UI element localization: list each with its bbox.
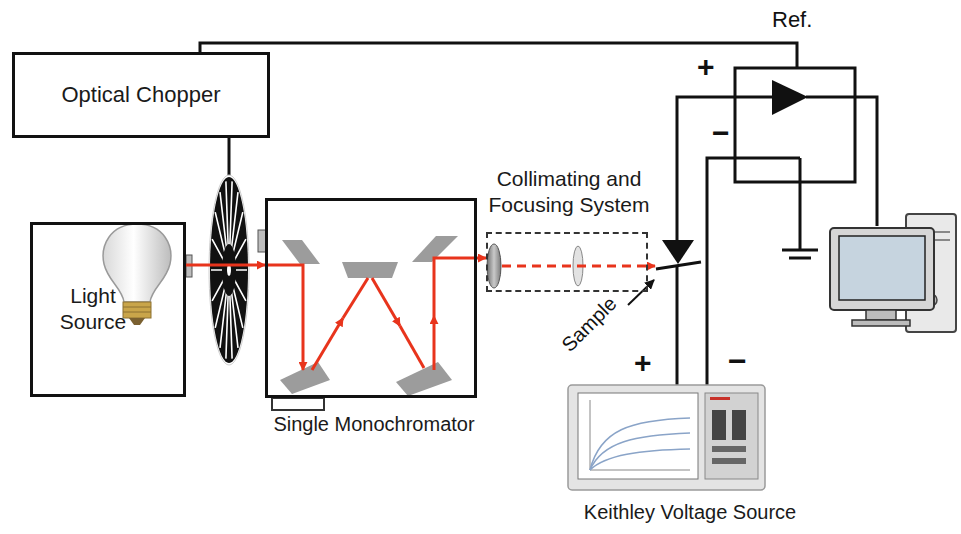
monochromator-foot: [272, 398, 324, 410]
chopper-wheel-part: [222, 244, 236, 296]
circuit-wires-part: [707, 158, 800, 385]
light-bulb-icon-part: [123, 307, 151, 308]
monochromator-mirrors-part: [280, 362, 330, 394]
source-meter-icon-part: [590, 449, 690, 470]
monochromator-mirrors-part: [282, 240, 320, 264]
monochromator-mirrors: [280, 236, 458, 396]
amplifier-symbol: [772, 80, 808, 115]
computer-icon-part: [839, 236, 925, 300]
source-meter-icon-part: [712, 458, 746, 464]
ground-symbol-part: [789, 257, 811, 260]
internal-light-path-part: [372, 278, 400, 326]
lock-in-amplifier: [735, 68, 855, 182]
light-bulb-icon-part: [123, 302, 151, 318]
reference-label: Ref.: [772, 8, 812, 32]
source-meter-icon-part: [710, 397, 730, 400]
internal-light-path-part: [312, 318, 343, 370]
chopper-wheel-part: [210, 177, 248, 363]
source-meter-icon-part: [590, 400, 591, 470]
internal-light-path-part: [433, 316, 436, 370]
circuit-wires-part: [676, 266, 679, 385]
collimating-lens: [487, 244, 501, 288]
computer-icon-part: [830, 228, 934, 310]
photodiode-symbol-part: [662, 240, 694, 264]
source-meter-icon-part: [568, 385, 765, 490]
computer-icon-part: [866, 310, 896, 320]
circuit-wires-part: [677, 97, 772, 240]
node-label: Light Source: [53, 283, 133, 336]
focused-beam: [502, 265, 655, 268]
monochromator-mirrors-part: [342, 262, 398, 278]
internal-light-path-part: [434, 258, 477, 316]
monochromator-box: Single Monochromator: [265, 198, 477, 398]
source-meter-icon-part: [712, 410, 726, 440]
source-meter-icon-part: [590, 470, 690, 471]
circuit-wires-part: [799, 158, 802, 250]
computer-icon-part: [852, 320, 910, 326]
light-bulb-icon-part: [129, 318, 145, 325]
chopper-wheel-part: [211, 181, 247, 358]
chopper-controller-box: Optical Chopper: [12, 52, 270, 138]
source-meter-icon-part: [712, 446, 746, 452]
internal-light-path: [266, 258, 477, 370]
chopper-wheel: [209, 175, 249, 365]
light-beam-connector: [477, 257, 486, 260]
internal-light-path-part: [266, 265, 303, 370]
node-label: Keithley Voltage Source: [530, 500, 850, 525]
source-meter-icon-part: [590, 418, 690, 470]
polarity-sign: −: [728, 344, 747, 379]
internal-light-path-part: [400, 326, 424, 368]
internal-light-path-part: [343, 278, 368, 318]
ground-symbol: [782, 250, 818, 258]
light-bulb-icon-part: [123, 312, 151, 313]
polarity-sign: −: [712, 116, 730, 149]
computer-icon: [830, 214, 956, 332]
node-label: Single Monochromator: [224, 412, 524, 437]
sample-pointer: [628, 280, 654, 305]
photodiode-symbol: [656, 240, 701, 269]
source-meter-icon: [568, 385, 765, 490]
source-meter-icon-part: [578, 393, 698, 479]
ground-symbol-part: [782, 249, 818, 252]
light-beam-connector: [186, 264, 265, 267]
light-bulb-icon: [103, 224, 171, 325]
polarity-sign: +: [634, 346, 652, 379]
chopper-wheel-part: [209, 175, 249, 365]
sample-label: Sample: [557, 292, 621, 356]
source-meter-icon-part: [732, 410, 746, 440]
node-label: Optical Chopper: [52, 81, 231, 109]
node-label: Collimating and Focusing System: [474, 166, 664, 219]
polarity-sign: +: [697, 50, 715, 83]
voltage-source-instrument: Keithley Voltage Source: [540, 380, 840, 495]
source-meter-icon-part: [705, 393, 758, 479]
circuit-wires-part: [806, 97, 877, 226]
collimating-system-box: Collimating and Focusing System: [486, 232, 648, 292]
light-source-box: Light Source: [30, 222, 186, 397]
source-meter-icon-part: [590, 433, 690, 470]
